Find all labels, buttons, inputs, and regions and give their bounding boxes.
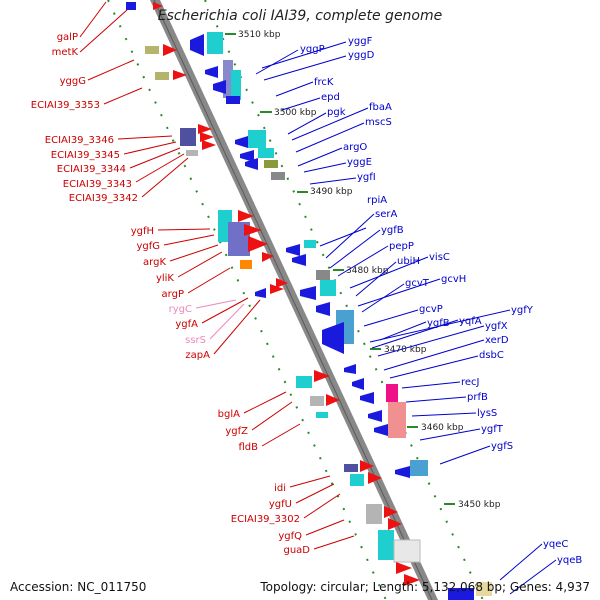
- kbp-label: 3470 kbp: [384, 345, 427, 355]
- gene-label-rna: ssrS: [185, 335, 206, 346]
- gene-label: argP: [162, 289, 184, 300]
- gene-label: gcvH: [441, 274, 466, 285]
- gene-label: ygfA: [175, 319, 198, 330]
- gene-features: [126, 2, 492, 600]
- gene-label: ygfG: [136, 241, 160, 252]
- gene-label: prfB: [467, 392, 488, 403]
- gene-label: metK: [52, 47, 79, 58]
- genome-backbone: [150, 0, 438, 600]
- gene-label: guaD: [283, 545, 310, 556]
- gene-label: ygfU: [269, 499, 292, 510]
- gene-label: serA: [375, 209, 397, 220]
- gene-label: ubiH: [397, 256, 420, 267]
- gene-label: yqeC: [543, 539, 568, 550]
- gene-label: gcvP: [419, 304, 443, 315]
- gene-label: xerD: [485, 335, 509, 346]
- gene-label: lysS: [477, 408, 497, 419]
- gene-label: yliK: [156, 273, 174, 284]
- gene-label: yggF: [348, 36, 373, 47]
- gene-label: yggD: [348, 50, 375, 61]
- gene-label: ECIAI39_3343: [63, 179, 132, 190]
- gene-label: yqeB: [557, 555, 582, 566]
- gene-label: ECIAI39_3302: [231, 514, 300, 525]
- gene-label: frcK: [314, 77, 334, 88]
- gene-label: epd: [321, 92, 340, 103]
- gene-label: ECIAI39_3342: [69, 193, 138, 204]
- gene-label: ygfT: [481, 424, 504, 435]
- gene-label: idi: [274, 483, 286, 494]
- gene-label: ygfI: [357, 172, 376, 183]
- accession-text: Accession: NC_011750: [10, 580, 147, 594]
- left-connectors: [79, 1, 355, 550]
- gene-label: visC: [429, 252, 450, 263]
- gene-label: ygfB: [381, 225, 404, 236]
- gene-label-rna: rygC: [169, 304, 192, 315]
- kbp-label: 3450 kbp: [458, 500, 501, 510]
- gene-label: pepP: [389, 241, 414, 252]
- kbp-label: 3510 kbp: [238, 30, 281, 40]
- gene-label: ECIAI39_3345: [51, 150, 120, 161]
- left-gene-labels: galP metK yggG ECIAI39_3353 ECIAI39_3346…: [31, 32, 311, 556]
- gene-label: yggP: [300, 44, 325, 55]
- gene-label: dsbC: [479, 350, 504, 361]
- gene-label: ygfY: [511, 305, 534, 316]
- gene-label: fldB: [238, 442, 258, 453]
- gene-label: ygfH: [131, 226, 154, 237]
- gene-label: galP: [57, 32, 78, 43]
- kbp-labels: 3510 kbp 3500 kbp 3490 kbp 3480 kbp 3470…: [238, 30, 501, 510]
- gene-label: ygfQ: [278, 531, 302, 542]
- gene-label: ygfX: [485, 321, 508, 332]
- gene-label: pgk: [327, 107, 346, 118]
- gene-label: ygfB: [427, 318, 450, 329]
- gene-label: bglA: [218, 409, 240, 420]
- genome-summary-text: Topology: circular; Length: 5,132,068 bp…: [260, 580, 590, 594]
- gene-label: fbaA: [369, 102, 392, 113]
- gene-label: gcvT: [405, 278, 430, 289]
- right-gene-labels: yggF yggP yggD frcK epd pgk fbaA mscS ar…: [300, 36, 582, 566]
- kbp-label: 3500 kbp: [274, 108, 317, 118]
- kbp-label: 3480 kbp: [346, 266, 389, 276]
- gene-label: ygfS: [491, 441, 513, 452]
- right-connectors: [255, 41, 557, 595]
- gene-label: argK: [143, 257, 166, 268]
- gene-label: ygfZ: [225, 426, 248, 437]
- gene-label: ECIAI39_3344: [57, 164, 126, 175]
- gene-label: rpiA: [367, 195, 387, 206]
- gene-label: zapA: [185, 350, 210, 361]
- kbp-label: 3490 kbp: [310, 187, 353, 197]
- gene-label: recJ: [461, 377, 480, 388]
- kbp-label: 3460 kbp: [421, 423, 464, 433]
- gene-label: ECIAI39_3353: [31, 100, 100, 111]
- gene-label: yggG: [60, 76, 86, 87]
- gene-label: yggE: [347, 157, 372, 168]
- gene-label: mscS: [365, 117, 392, 128]
- genome-title: Escherichia coli IAI39, complete genome: [157, 8, 443, 24]
- kbp-ticks: [225, 33, 455, 505]
- gene-label: yqfA: [459, 316, 482, 327]
- gene-label: argO: [343, 142, 367, 153]
- gene-label: ECIAI39_3346: [45, 135, 114, 146]
